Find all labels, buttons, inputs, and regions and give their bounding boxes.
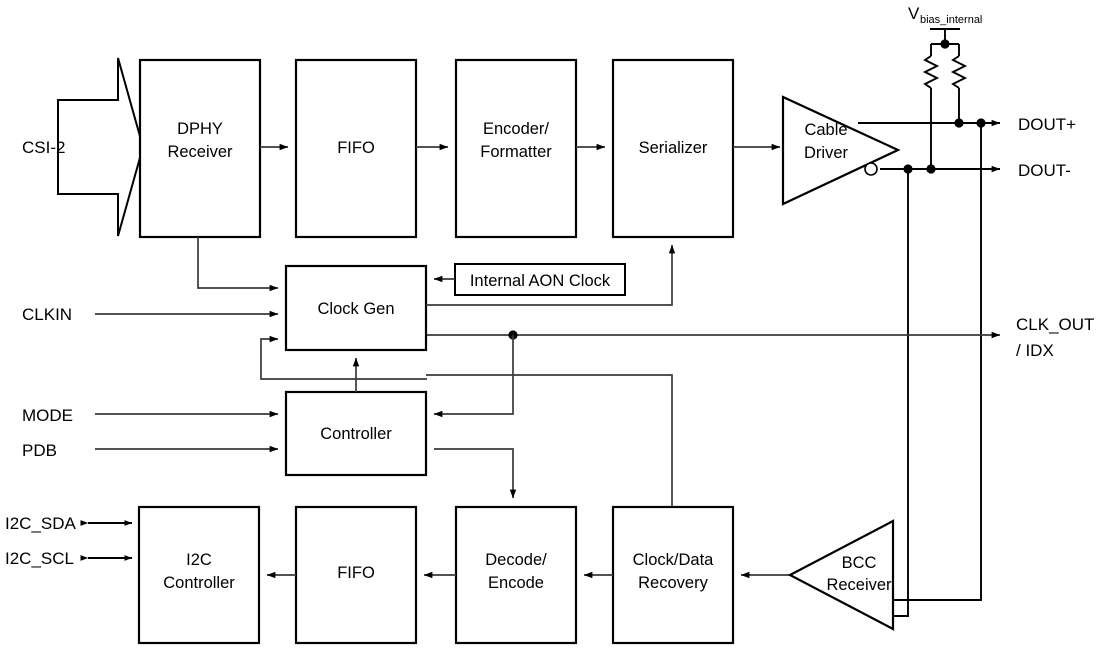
block-encoder-formatter-label-2: Formatter <box>480 143 552 161</box>
block-i2c-controller-label-1: I2C <box>186 551 212 569</box>
block-fifo-tx[interactable] <box>294 58 418 239</box>
amplifier-bcc-receiver-label-1: BCC <box>842 554 877 572</box>
block-encoder-formatter[interactable] <box>454 58 578 239</box>
port-label-idx: / IDX <box>1016 341 1054 360</box>
block-clock-gen[interactable] <box>284 264 428 352</box>
block-i2c-controller[interactable] <box>137 505 261 645</box>
csi2-bus-arrow <box>57 57 145 237</box>
port-label-clkin: CLKIN <box>22 305 72 324</box>
block-fifo-tx-label: FIFO <box>337 139 375 157</box>
block-clock-data-recovery-label-2: Recovery <box>638 574 708 592</box>
wire-feedback-to-clockgen <box>260 335 427 380</box>
block-dphy-receiver-label-1: DPHY <box>177 120 223 138</box>
amplifier-cable-driver[interactable] <box>781 95 901 206</box>
port-label-dout-minus: DOUT- <box>1018 161 1071 180</box>
block-clock-data-recovery[interactable] <box>611 505 735 645</box>
port-label-mode: MODE <box>22 406 73 425</box>
amplifier-bcc-receiver-label-2: Receiver <box>826 576 892 594</box>
block-serializer-label: Serializer <box>639 139 708 157</box>
block-decode-encode-label-2: Encode <box>488 574 544 592</box>
inverting-output-bubble-icon <box>864 162 878 176</box>
wire-dphy-to-clockgen <box>197 237 279 292</box>
resistor-left-icon <box>922 55 940 89</box>
port-label-i2c-sda: I2C_SDA <box>5 514 77 533</box>
block-internal-aon-clock-label: Internal AON Clock <box>470 272 611 290</box>
block-clock-data-recovery-label-1: Clock/Data <box>633 551 715 569</box>
wire-doutp-to-bcc-upper <box>893 123 982 601</box>
block-controller[interactable] <box>284 390 428 477</box>
wire-doutn-to-bcc-lower <box>893 169 909 617</box>
block-decode-encode-label-1: Decode/ <box>485 551 547 569</box>
supply-label-vbias-base: V <box>908 4 920 23</box>
block-decode-encode[interactable] <box>454 505 578 645</box>
junction-dot-doutn-res <box>926 164 936 174</box>
block-dphy-receiver[interactable] <box>138 58 262 239</box>
amplifier-cable-driver-label-1: Cable <box>804 121 847 139</box>
block-fifo-rx-label: FIFO <box>337 564 375 582</box>
port-label-pdb: PDB <box>22 441 57 460</box>
wire-clkouttap-to-controller <box>433 335 514 418</box>
block-encoder-formatter-label-1: Encoder/ <box>483 120 549 138</box>
resistor-right-icon <box>950 55 968 89</box>
block-fifo-rx[interactable] <box>294 505 418 645</box>
port-label-csi2: CSI-2 <box>22 138 65 157</box>
port-label-i2c-scl: I2C_SCL <box>5 549 74 568</box>
block-i2c-controller-label-2: Controller <box>163 574 235 592</box>
port-label-dout-plus: DOUT+ <box>1018 115 1076 134</box>
block-dphy-receiver-label-2: Receiver <box>167 143 233 161</box>
port-label-clk-out: CLK_OUT <box>1016 315 1094 334</box>
supply-label-vbias-subscript: bias_internal <box>920 14 982 26</box>
amplifier-cable-driver-label-2: Driver <box>804 144 849 162</box>
amplifier-bcc-receiver[interactable] <box>787 519 895 631</box>
wire-controller-to-decode <box>434 448 517 499</box>
wire-clockgen-to-serializer <box>426 244 676 306</box>
block-controller-label: Controller <box>320 425 392 443</box>
wire-clockgen-to-cdr <box>426 374 673 507</box>
block-serializer[interactable] <box>611 58 735 239</box>
junction-dot-doutp-res <box>954 118 964 128</box>
block-clock-gen-label: Clock Gen <box>317 300 394 318</box>
